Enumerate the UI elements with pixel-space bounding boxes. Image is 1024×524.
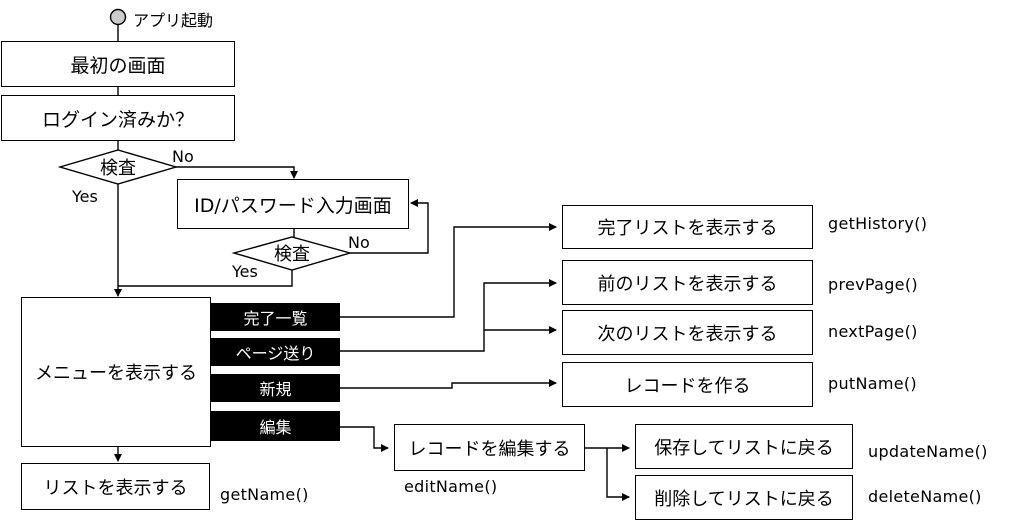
show-completed-box: 完了リストを表示する	[562, 205, 813, 249]
fn-delete-name: deleteName()	[868, 487, 982, 506]
no-label-2: No	[348, 233, 370, 252]
fn-prev-page: prevPage()	[828, 275, 918, 294]
fn-put-name: putName()	[828, 374, 917, 393]
yes-label-2: Yes	[232, 262, 258, 281]
start-label: アプリ起動	[133, 11, 214, 30]
logged-in-check-box: ログイン済みか？	[1, 95, 235, 141]
menu-tab-paging: ページ送り	[211, 338, 340, 366]
decision-2-label: 検査	[274, 244, 310, 265]
show-next-box: 次のリストを表示する	[562, 310, 813, 355]
no-label-1: No	[172, 147, 194, 166]
menu-tab-edit: 編集	[211, 411, 340, 441]
decision-1-label: 検査	[100, 158, 136, 179]
id-password-screen-box: ID/パスワード入力画面	[177, 179, 409, 229]
start-node	[109, 8, 127, 26]
create-record-box: レコードを作る	[562, 362, 813, 407]
fn-update-name: updateName()	[868, 442, 988, 461]
show-list-box: リストを表示する	[21, 463, 210, 510]
delete-back-box: 削除してリストに戻る	[635, 475, 853, 520]
show-menu-box: メニューを表示する	[21, 297, 211, 447]
menu-tab-completed: 完了一覧	[211, 303, 340, 331]
fn-get-history: getHistory()	[828, 214, 928, 233]
menu-tab-new: 新規	[211, 374, 340, 402]
yes-label-1: Yes	[72, 187, 98, 206]
edit-record-box: レコードを編集する	[394, 424, 585, 471]
fn-edit-name: editName()	[404, 477, 498, 496]
fn-next-page: nextPage()	[828, 322, 918, 341]
show-prev-box: 前のリストを表示する	[562, 260, 813, 305]
save-back-box: 保存してリストに戻る	[635, 424, 853, 469]
first-screen-box: 最初の画面	[1, 41, 235, 87]
fn-get-name: getName()	[220, 485, 309, 504]
